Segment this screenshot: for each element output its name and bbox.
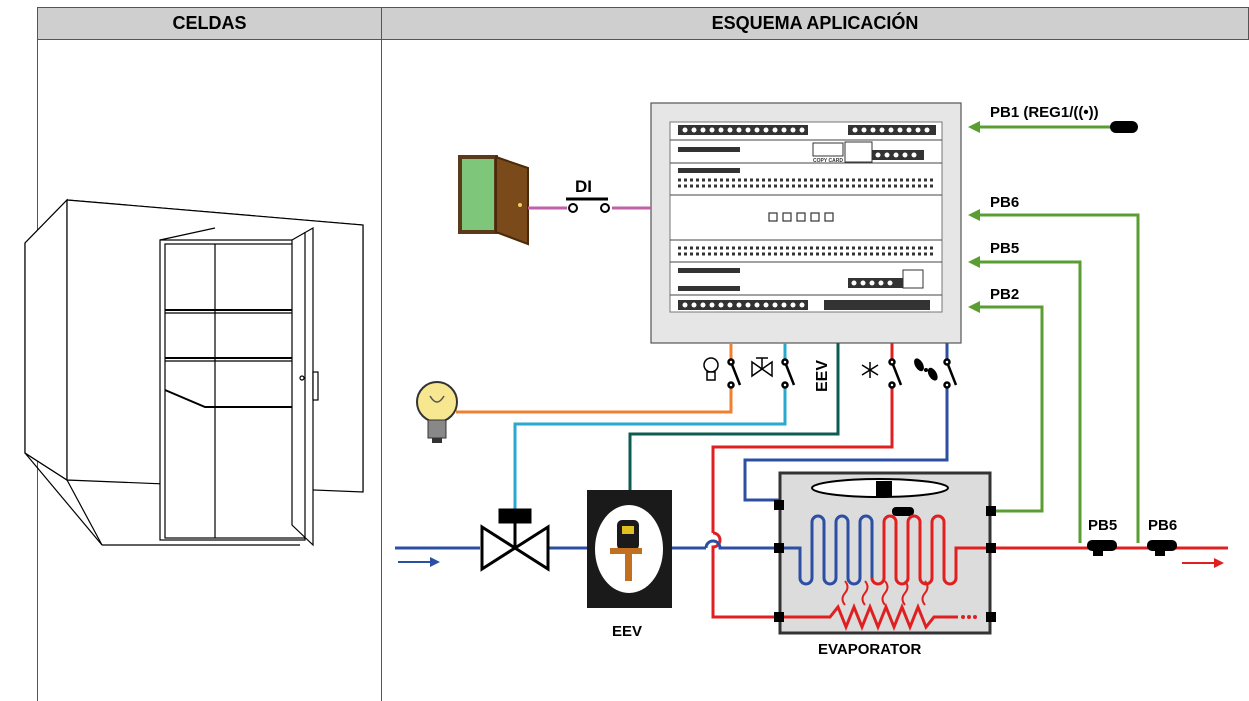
light-bulb-icon: [416, 381, 458, 443]
snowflake-icon: [861, 362, 879, 378]
header-celdas: CELDAS: [37, 7, 382, 40]
solenoid-valve-icon: [480, 508, 550, 572]
evaporator-label: EVAPORATOR: [818, 641, 922, 658]
di-label: DI: [575, 177, 592, 196]
relay-switches: [727, 358, 958, 389]
column-divider: [381, 40, 382, 701]
solenoid-wire: [513, 385, 787, 510]
fan-icon: [914, 358, 938, 381]
pb6-wire: [975, 213, 1140, 543]
small-valve-icon: [751, 357, 773, 378]
copy-card-label: COPY CARD: [813, 158, 843, 164]
pb2-label: PB2: [990, 286, 1019, 303]
di-contact: [566, 197, 610, 213]
pb6-probe-label: PB6: [1148, 517, 1177, 534]
door-icon: [458, 155, 529, 246]
pb5-label: PB5: [990, 240, 1019, 257]
header-esquema: ESQUEMA APLICACIÓN: [381, 7, 1249, 40]
pb5-probe-label: PB5: [1088, 517, 1117, 534]
pb5-wire: [975, 260, 1082, 543]
evaporator-unit: [774, 471, 996, 635]
fan-wire: [743, 385, 949, 502]
eev-valve-icon: [587, 490, 672, 608]
small-bulb-icon: [703, 357, 719, 381]
pb1-probe-icon: [1110, 121, 1138, 133]
eev-label: EEV: [612, 623, 642, 640]
flow-arrow-out: [1182, 558, 1224, 568]
pb6-probe-icon: [1147, 540, 1177, 551]
pb5-probe-icon: [1087, 540, 1117, 551]
pb6-label: PB6: [990, 194, 1019, 211]
flow-arrow-in: [398, 557, 440, 567]
defrost-wire: [711, 385, 894, 533]
controller-unit: COPY CARD: [650, 102, 962, 344]
eev-vertical-label: EEV: [814, 360, 831, 392]
pb1-label: PB1 (REG1/((•)): [990, 104, 1099, 121]
cold-room-drawing: [24, 198, 364, 547]
eev-wire: [628, 343, 840, 490]
light-wire: [456, 385, 733, 414]
